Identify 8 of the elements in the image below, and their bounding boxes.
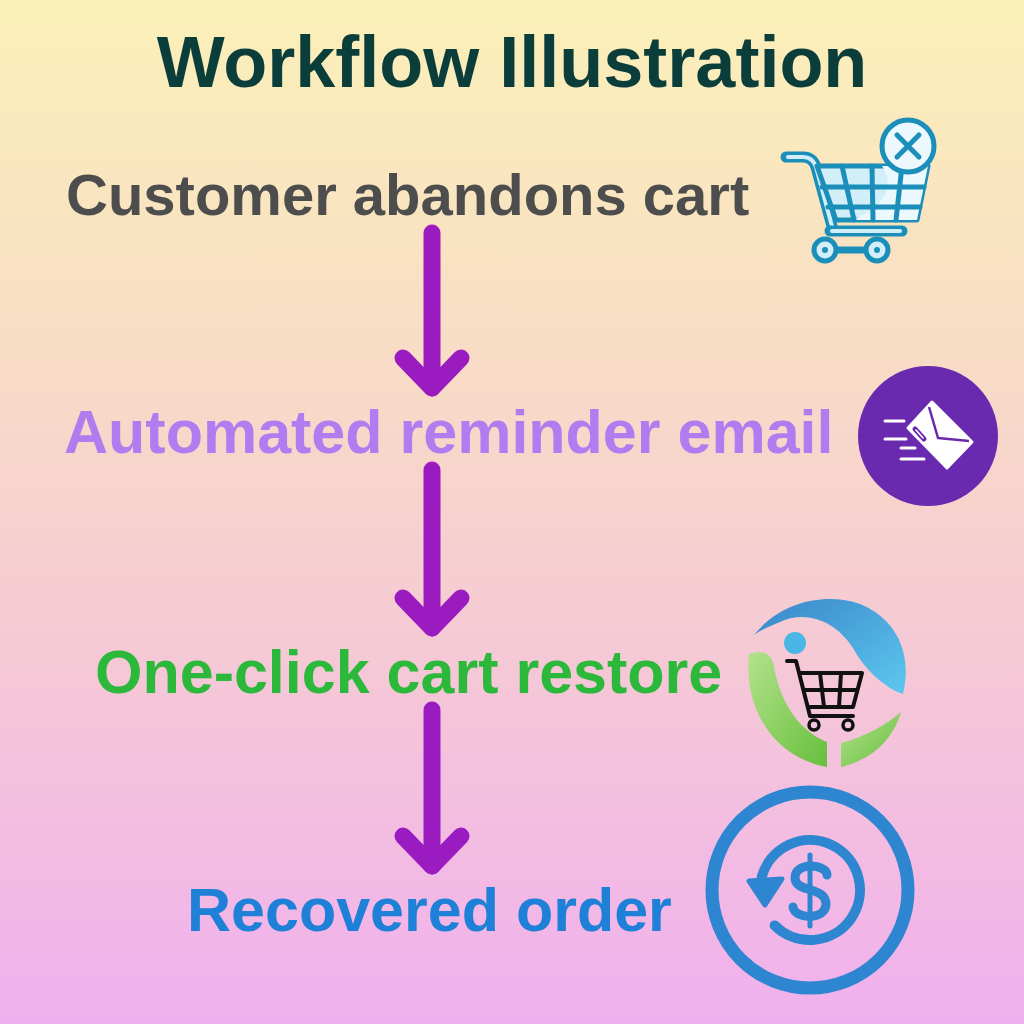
arrow <box>394 224 470 397</box>
step-text: Recovered order <box>187 875 672 945</box>
arrow <box>394 461 470 637</box>
step-text: One-click cart restore <box>95 637 723 707</box>
arrow <box>394 701 470 875</box>
step-text: Automated reminder email <box>64 397 834 467</box>
step-text: Customer abandons cart <box>66 160 750 230</box>
title: Workflow Illustration <box>156 22 868 102</box>
